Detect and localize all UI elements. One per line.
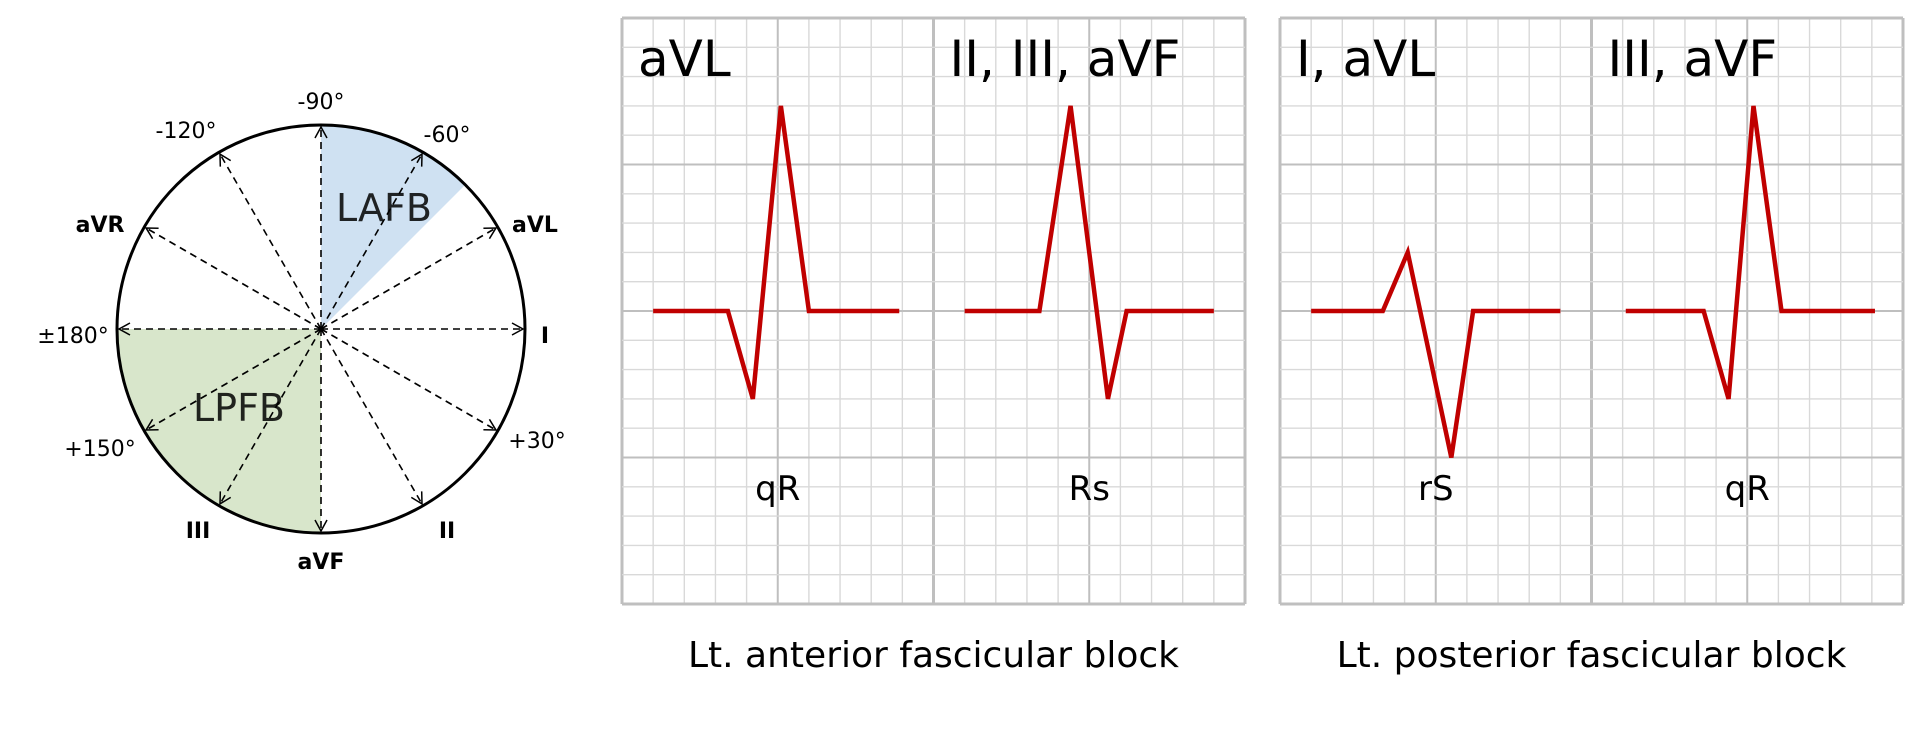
lpfb-sector	[117, 329, 321, 533]
axis-label: +30°	[508, 429, 565, 454]
qrs-pattern-label: qR	[1725, 469, 1770, 509]
axis-arrow	[320, 152, 423, 330]
axis-arrow	[219, 152, 322, 330]
lafb-label: LAFB	[336, 186, 432, 230]
qrs-pattern-label: qR	[755, 469, 800, 509]
axis-label: ±180°	[37, 324, 108, 349]
qrs-waveform	[653, 105, 900, 400]
qrs-waveform	[964, 105, 1214, 400]
axis-label: aVL	[512, 213, 558, 238]
axis-arrow	[144, 328, 322, 431]
lafb-sector	[321, 125, 466, 329]
hexaxial-reference-wheel: -90° -120° -60° aVR aVL ±180° I +150° +30° III aVF…	[37, 90, 565, 575]
axis-label: -90°	[298, 90, 345, 115]
axis-label: III	[186, 519, 211, 544]
lead-label: I, aVL	[1296, 30, 1435, 88]
lpfb-label: LPFB	[193, 386, 285, 430]
axis-arrow	[219, 328, 322, 506]
axis-label: aVR	[76, 213, 125, 238]
lpfb-panel: I, aVL rS III, aVF qR Lt. posterior fascicul…	[1278, 16, 1905, 676]
axis-label: I	[541, 324, 549, 349]
axis-circle	[115, 123, 527, 535]
qrs-pattern-label: Rs	[1069, 469, 1110, 509]
panel-caption: Lt. posterior fascicular block	[1337, 635, 1847, 676]
axis-label: -60°	[424, 123, 471, 148]
axis-arrow	[320, 227, 498, 330]
lead-label: II, III, aVF	[950, 30, 1181, 88]
axis-arrow	[144, 227, 322, 330]
axis-label: II	[439, 519, 455, 544]
axis-label: aVF	[298, 550, 345, 575]
axis-arrow	[320, 328, 423, 506]
axis-label: -120°	[156, 119, 217, 144]
axis-arrow	[320, 328, 498, 431]
qrs-waveform	[1625, 105, 1875, 400]
lead-label: III, aVF	[1608, 30, 1778, 88]
axis-label: +150°	[64, 437, 135, 462]
qrs-waveform	[1311, 244, 1561, 458]
panel-caption: Lt. anterior fascicular block	[688, 635, 1179, 676]
qrs-pattern-label: rS	[1418, 469, 1454, 509]
lead-label: aVL	[638, 30, 731, 88]
